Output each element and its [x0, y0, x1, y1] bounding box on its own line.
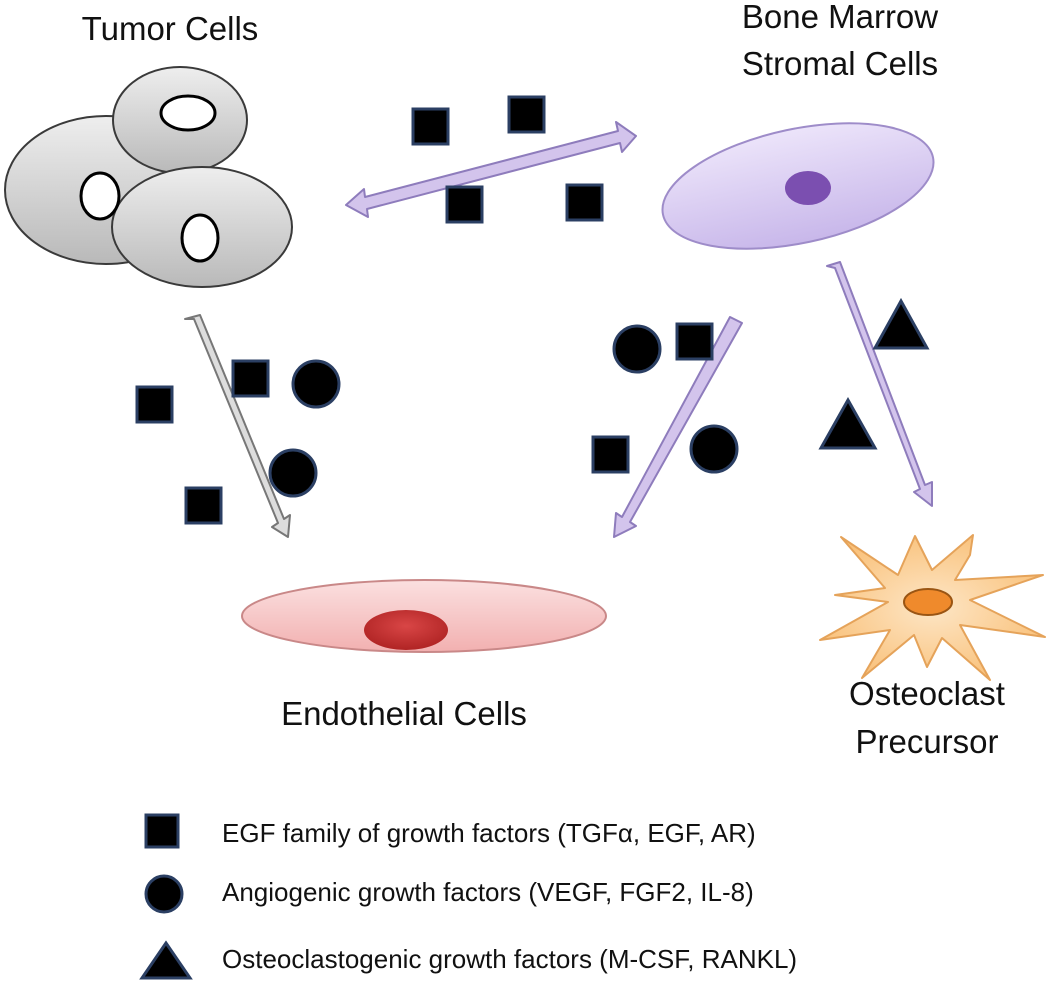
tumor-cells [4, 66, 293, 288]
tumor-nucleus-top [159, 94, 217, 132]
endothelial-cell [241, 579, 607, 653]
osteoclastogenic-triangle-1 [872, 297, 930, 350]
osteoclast-label-line1: Osteoclast [849, 675, 1005, 712]
legend-square-text: EGF family of growth factors (TGFα, EGF,… [222, 818, 756, 848]
precursor-label-line2: Precursor [855, 723, 998, 760]
egf-square-7 [184, 486, 223, 525]
egf-square-9 [591, 435, 630, 474]
bone-marrow-label-line1: Bone Marrow [742, 0, 938, 35]
stromal-cell [661, 122, 935, 250]
tumor-nucleus-left [79, 171, 121, 221]
endothelial-cells-label: Endothelial Cells [281, 695, 527, 732]
arrow-tumor-to-endothelial [184, 314, 291, 538]
stromal-cells-label-line2: Stromal Cells [742, 45, 938, 82]
egf-square-8 [675, 322, 714, 361]
arrow-stromal-to-osteoclast [826, 261, 933, 507]
legend-triangle-text: Osteoclastogenic growth factors (M-CSF, … [222, 944, 797, 974]
angiogenic-circle-1 [291, 359, 341, 409]
tumor-nucleus-right [180, 213, 220, 263]
endothelial-nucleus [364, 610, 448, 650]
legend-circle-text: Angiogenic growth factors (VEGF, FGF2, I… [222, 877, 754, 907]
arrow-stromal-to-endothelial [613, 316, 743, 538]
legend-circle-icon [144, 874, 184, 914]
angiogenic-circle-3 [612, 324, 662, 374]
egf-square-1 [411, 107, 450, 146]
stromal-nucleus [785, 171, 831, 205]
legend-triangle-icon [139, 940, 193, 980]
osteoclast-nucleus [903, 588, 953, 616]
egf-square-6 [231, 359, 270, 398]
osteoclastogenic-triangle-2 [818, 396, 878, 450]
egf-square-3 [445, 185, 484, 224]
growth-factor-markers [135, 95, 930, 525]
legend: EGF family of growth factors (TGFα, EGF,… [139, 813, 797, 980]
legend-square-icon [144, 813, 180, 849]
arrows [184, 121, 933, 538]
double-arrow-tumor-stromal [345, 121, 637, 218]
angiogenic-circle-4 [689, 424, 739, 474]
osteoclast-precursor [819, 534, 1046, 681]
angiogenic-circle-2 [268, 448, 318, 498]
tumor-cells-label: Tumor Cells [82, 10, 259, 47]
egf-square-2 [507, 95, 546, 134]
egf-square-4 [565, 183, 604, 222]
egf-square-5 [135, 385, 174, 424]
